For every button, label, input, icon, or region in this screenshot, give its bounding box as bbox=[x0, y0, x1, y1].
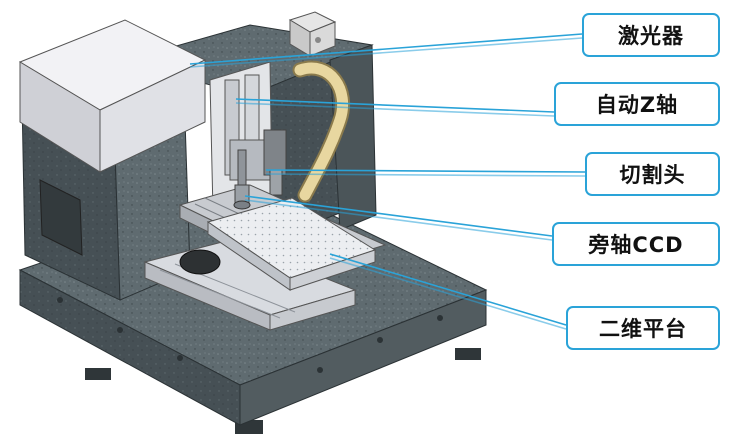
leader-line-side-ccd bbox=[244, 195, 553, 237]
callout-auto-z-axis: 自动Z轴 bbox=[554, 82, 720, 126]
z-axis-assembly bbox=[209, 61, 287, 213]
leader-line-xy-stage bbox=[329, 253, 567, 326]
xy-stage bbox=[206, 197, 377, 291]
callout-xy-stage: 二维平台 bbox=[566, 306, 720, 350]
callout-laser: 激光器 bbox=[582, 13, 720, 57]
laser-source-icon bbox=[18, 19, 207, 173]
leader-line-cutting-head bbox=[265, 169, 586, 173]
leader-line-auto-z-axis bbox=[235, 98, 555, 113]
leader-lines bbox=[189, 33, 586, 330]
cable-chain bbox=[179, 249, 221, 275]
top-fixture bbox=[288, 11, 337, 57]
leader-line-laser bbox=[189, 33, 583, 65]
cutting-head bbox=[233, 184, 251, 210]
callout-cutting-head: 切割头 bbox=[585, 152, 720, 196]
callout-side-ccd: 旁轴CCD bbox=[552, 222, 720, 266]
